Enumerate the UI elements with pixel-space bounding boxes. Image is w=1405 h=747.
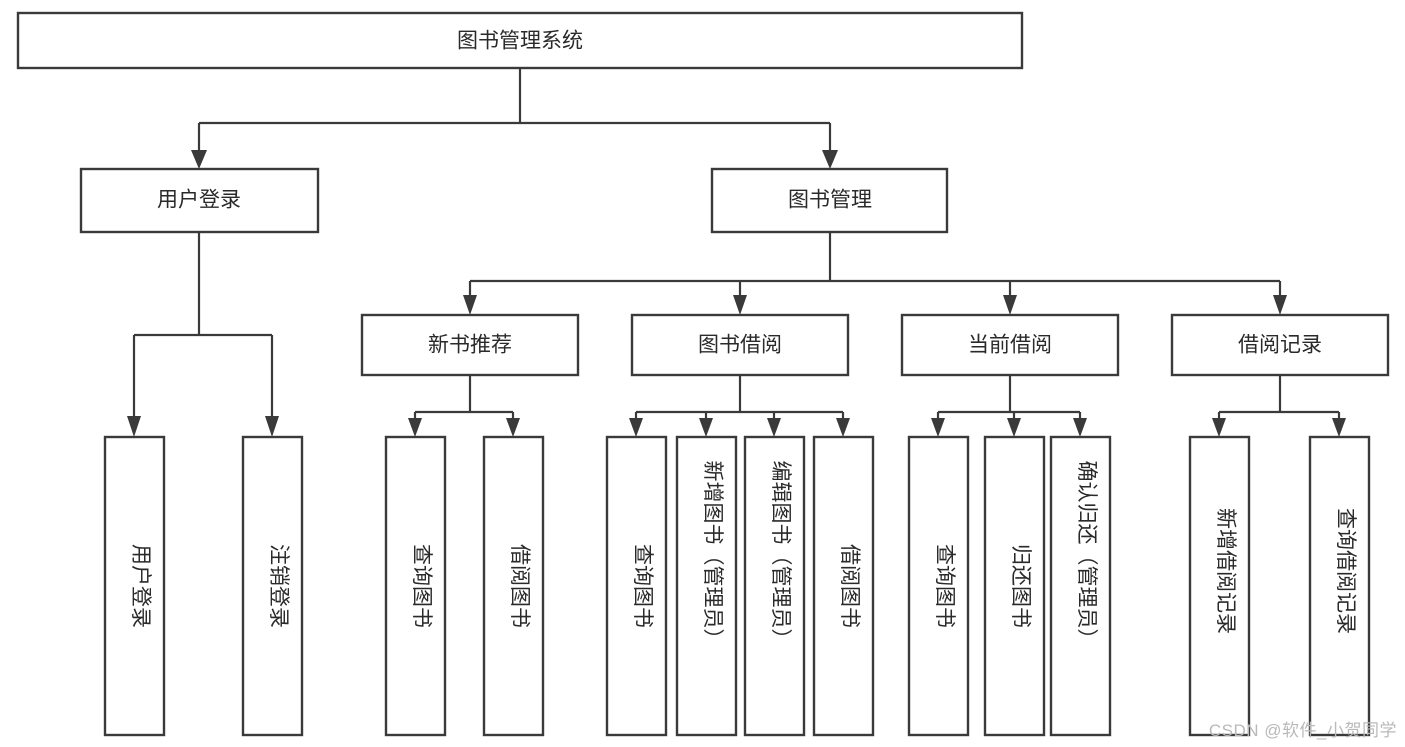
arrow-head-icon — [767, 418, 781, 437]
node-current-borrowing[interactable]: 当前借阅 — [900, 313, 1120, 377]
csdn-watermark: CSDN @软件_小贺同学 — [1208, 721, 1397, 740]
node-box — [79, 167, 320, 234]
arrow-head-icon — [822, 150, 838, 169]
leaf-node-confirm-return-admin[interactable]: 确认归还（管理员） — [1049, 435, 1112, 737]
arrow-head-icon — [1273, 295, 1287, 315]
node-label: 用户登录 — [157, 189, 241, 212]
node-label: 查询借阅记录 — [1334, 508, 1357, 634]
arrow-head-icon — [1003, 295, 1017, 315]
node-box — [482, 435, 545, 737]
arrow-head-icon — [191, 150, 207, 169]
node-label: 新增图书（管理员） — [701, 461, 724, 650]
arrow-head-icon — [1073, 418, 1087, 437]
leaf-node-user-login[interactable]: 用户登录 — [103, 435, 166, 737]
node-box — [241, 435, 304, 737]
node-user-login[interactable]: 用户登录 — [79, 167, 320, 234]
leaf-node-add-book-admin[interactable]: 新增图书（管理员） — [675, 435, 738, 737]
arrow-head-icon — [408, 418, 422, 437]
arrow-head-icon — [931, 418, 945, 437]
node-new-book-recommendation[interactable]: 新书推荐 — [360, 313, 580, 377]
arrow-head-icon — [265, 416, 279, 437]
node-label: 用户登录 — [129, 544, 152, 628]
node-root-book-management-system[interactable]: 图书管理系统 — [16, 11, 1024, 70]
node-box — [812, 435, 875, 737]
arrow-head-icon — [1212, 418, 1226, 437]
node-label: 查询图书 — [933, 544, 956, 628]
node-label: 注销登录 — [267, 544, 290, 628]
node-label: 新增借阅记录 — [1214, 508, 1237, 634]
leaf-node-query-book-rec[interactable]: 查询图书 — [384, 435, 447, 737]
leaf-node-return-book[interactable]: 归还图书 — [983, 435, 1046, 737]
node-box — [743, 435, 806, 737]
node-box — [900, 313, 1120, 377]
leaf-node-query-book-current[interactable]: 查询图书 — [907, 435, 970, 737]
node-label: 借阅记录 — [1238, 334, 1322, 357]
node-label: 归还图书 — [1009, 544, 1032, 628]
arrow-head-icon — [836, 418, 850, 437]
node-box — [630, 313, 850, 377]
node-book-management[interactable]: 图书管理 — [710, 167, 949, 234]
node-box — [1049, 435, 1112, 737]
arrow-head-icon — [463, 295, 477, 315]
node-label: 借阅图书 — [838, 544, 861, 628]
node-label: 图书借阅 — [698, 334, 782, 357]
connector-layer — [127, 68, 1346, 437]
node-borrowing-record[interactable]: 借阅记录 — [1170, 313, 1390, 377]
arrow-head-icon — [733, 295, 747, 315]
leaf-node-logout[interactable]: 注销登录 — [241, 435, 304, 737]
arrow-head-icon — [127, 416, 141, 437]
node-label: 当前借阅 — [968, 334, 1052, 357]
node-box — [983, 435, 1046, 737]
node-label: 查询图书 — [410, 544, 433, 628]
node-label: 编辑图书（管理员） — [769, 461, 792, 650]
node-box — [16, 11, 1024, 70]
node-box — [710, 167, 949, 234]
node-box — [907, 435, 970, 737]
node-box — [605, 435, 668, 737]
leaf-node-add-borrow-record[interactable]: 新增借阅记录 — [1188, 435, 1251, 737]
node-box — [360, 313, 580, 377]
node-label: 图书管理 — [788, 189, 872, 212]
arrow-head-icon — [699, 418, 713, 437]
node-box — [103, 435, 166, 737]
leaf-node-edit-book-admin[interactable]: 编辑图书（管理员） — [743, 435, 806, 737]
node-label: 图书管理系统 — [457, 30, 583, 53]
node-box — [1308, 435, 1371, 737]
arrow-head-icon — [506, 418, 520, 437]
arrow-head-icon — [1007, 418, 1021, 437]
arrow-head-icon — [1332, 418, 1346, 437]
node-box — [1170, 313, 1390, 377]
leaf-node-query-book-borrow[interactable]: 查询图书 — [605, 435, 668, 737]
node-label: 借阅图书 — [508, 544, 531, 628]
arrow-head-icon — [629, 418, 643, 437]
node-label: 新书推荐 — [428, 334, 512, 357]
node-box — [384, 435, 447, 737]
leaf-node-borrow-book-rec[interactable]: 借阅图书 — [482, 435, 545, 737]
node-book-borrowing[interactable]: 图书借阅 — [630, 313, 850, 377]
node-label: 确认归还（管理员） — [1075, 461, 1098, 650]
node-box — [675, 435, 738, 737]
leaf-node-borrow-book[interactable]: 借阅图书 — [812, 435, 875, 737]
node-box — [1188, 435, 1251, 737]
node-label: 查询图书 — [631, 544, 654, 628]
leaf-node-query-borrow-record[interactable]: 查询借阅记录 — [1308, 435, 1371, 737]
